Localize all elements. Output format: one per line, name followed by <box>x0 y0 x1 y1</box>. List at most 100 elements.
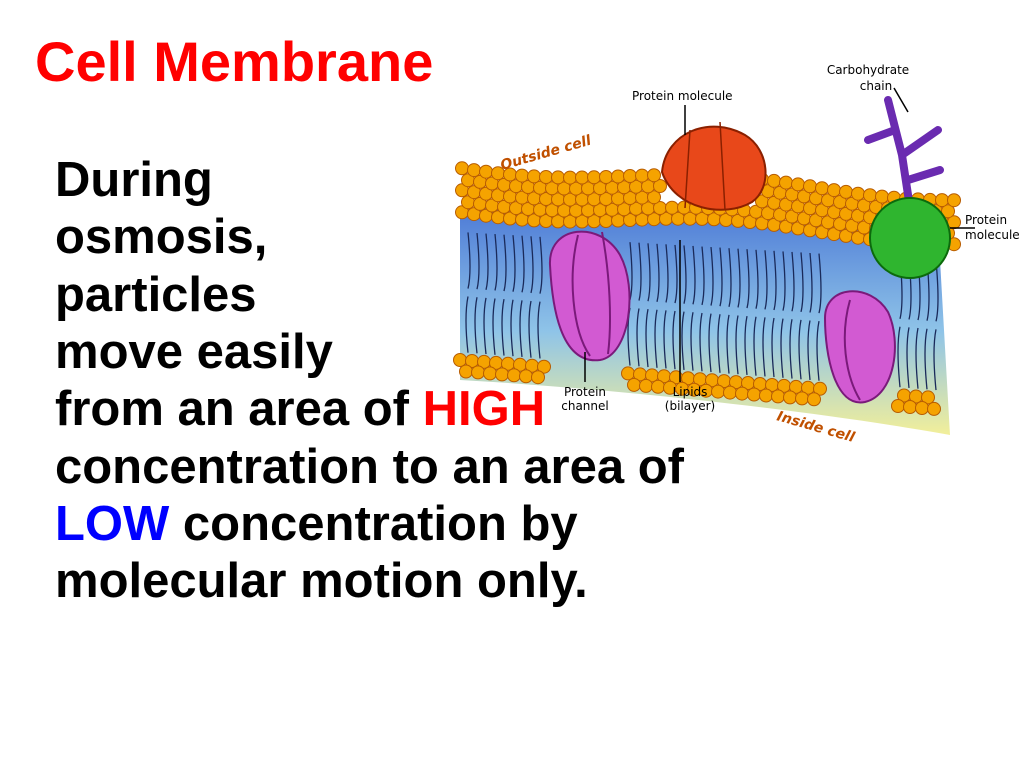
lipid-head <box>647 190 661 205</box>
lipid-head <box>803 179 817 194</box>
lipid-head <box>807 392 821 407</box>
leader-lines <box>584 87 975 382</box>
lipid-head <box>711 384 725 399</box>
lipid-head <box>479 164 493 179</box>
lipid-tail <box>636 242 642 367</box>
slide-title: Cell Membrane <box>35 30 434 93</box>
lipid-head <box>665 200 679 215</box>
lipid-tail <box>645 243 651 368</box>
lipid-head <box>653 179 667 193</box>
lipids-label: (bilayer) <box>665 399 715 413</box>
lipid-tail <box>465 232 471 353</box>
lipid-tail <box>726 248 732 374</box>
lipid-head <box>453 353 467 367</box>
lipid-head <box>471 365 485 380</box>
carbohydrate-chain-label: Carbohydrate <box>827 63 909 77</box>
protein-channel-right <box>823 290 896 404</box>
lipid-head <box>851 186 865 201</box>
text-fragment: concentration by <box>169 496 578 551</box>
lipid-tail <box>492 234 498 355</box>
lipid-tail <box>537 236 543 359</box>
lipid-tails <box>465 232 939 391</box>
lipid-head <box>551 170 565 185</box>
lipid-tail <box>663 244 669 369</box>
lipid-tail <box>708 246 714 373</box>
text-line: molecular motion only. <box>55 554 588 609</box>
cell-membrane-diagram: Carbohydrate chain Protein molecule Outs… <box>453 63 1020 446</box>
lipid-head <box>813 381 827 396</box>
lipid-head <box>623 169 637 183</box>
lipid-head <box>875 189 889 204</box>
lipid-tail <box>501 234 507 356</box>
lipid-head <box>515 168 529 183</box>
text-line: During <box>55 153 213 207</box>
protein-channel-label: Protein <box>564 385 606 399</box>
lipid-head <box>735 386 749 401</box>
lipid-head <box>459 364 473 379</box>
protein-channel-label: channel <box>561 399 608 413</box>
lipid-head <box>635 168 649 183</box>
lipid-tail <box>798 252 804 380</box>
text-fragment: from an area of <box>55 382 423 437</box>
lipid-head <box>587 170 601 185</box>
lipid-head <box>779 175 793 190</box>
lipid-head <box>483 366 497 381</box>
lipid-tail <box>672 244 678 370</box>
protein-molecule-right-label: Protein <box>965 213 1007 227</box>
lipid-head <box>537 359 551 374</box>
lipid-heads-inner <box>453 353 941 416</box>
lipid-heads-outer <box>455 161 961 252</box>
lipid-head <box>771 389 785 404</box>
protein-molecule-right <box>869 197 951 279</box>
lipid-head <box>747 387 761 402</box>
text-line: from an area of HIGH <box>55 381 935 438</box>
lipid-head <box>827 183 841 198</box>
text-line: LOW concentration by <box>55 496 935 553</box>
lipid-tail <box>519 235 525 358</box>
lipid-head <box>947 193 961 208</box>
lipid-tail <box>816 253 822 381</box>
lipid-head <box>599 170 613 184</box>
text-line: concentration to an area of <box>55 439 684 494</box>
osmosis-definition: During osmosis, particles move easily fr… <box>55 152 935 611</box>
lipid-head <box>621 366 635 381</box>
lipid-tail <box>744 249 750 376</box>
lipid-head <box>639 378 653 393</box>
low-keyword: LOW <box>55 496 170 551</box>
lipid-head <box>915 401 929 415</box>
lipid-head <box>575 170 589 185</box>
carbohydrate-chain <box>864 96 944 212</box>
protein-molecule-right-label: molecule <box>965 228 1020 242</box>
text-line: osmosis, <box>55 210 268 265</box>
lipid-head <box>759 388 773 403</box>
lipid-tail <box>753 249 759 376</box>
lipid-head <box>795 391 809 406</box>
lipid-head <box>495 367 509 382</box>
lipid-head <box>539 170 553 184</box>
lipid-head <box>519 369 533 384</box>
lipid-tail <box>789 251 795 379</box>
outside-cell-label: Outside cell <box>499 133 593 174</box>
lipid-tail <box>654 243 660 368</box>
lipid-head <box>527 169 541 184</box>
lipid-head <box>927 401 941 416</box>
lipid-tail <box>528 236 534 358</box>
lipid-tail <box>483 233 489 355</box>
text-line: particles <box>55 267 257 322</box>
lipid-head <box>467 163 481 178</box>
lipid-head <box>891 399 905 413</box>
high-keyword: HIGH <box>422 382 546 437</box>
lipid-tail <box>771 250 777 378</box>
protein-channel-left <box>548 230 631 362</box>
lipid-head <box>767 173 781 188</box>
lipid-head <box>941 204 955 219</box>
lipid-head <box>627 377 641 392</box>
lipid-head <box>611 169 625 184</box>
lipid-tail <box>510 235 516 357</box>
lipid-tail <box>780 251 786 378</box>
lipid-head <box>783 390 797 405</box>
lipid-head <box>651 379 665 394</box>
lipid-tail <box>807 252 813 381</box>
protein-molecule-top <box>660 121 767 211</box>
lipid-tail <box>762 250 768 377</box>
